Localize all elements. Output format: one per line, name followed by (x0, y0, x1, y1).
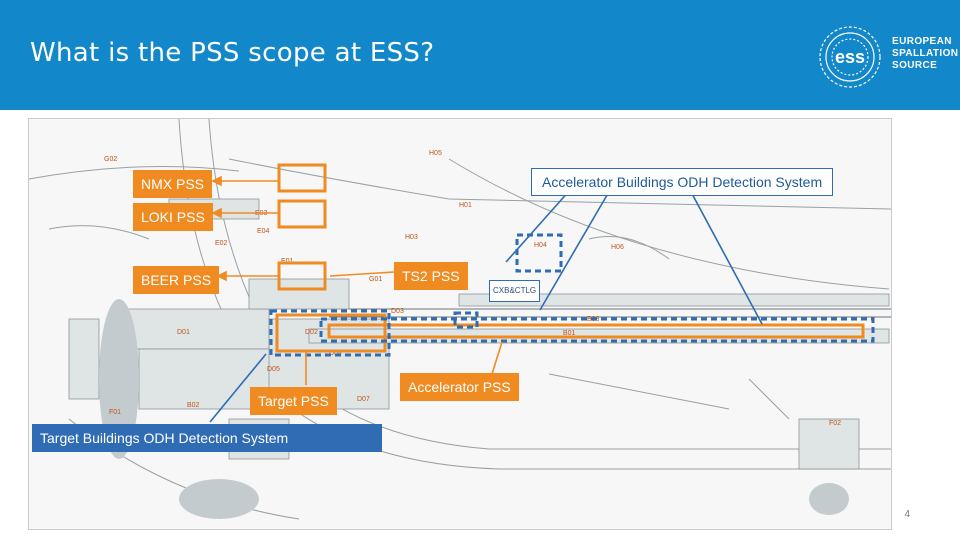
map-label-g01: G01 (369, 276, 382, 283)
map-label-f01: F01 (109, 409, 121, 416)
ess-logo: ess (819, 26, 881, 88)
logo-rings-icon (819, 26, 881, 88)
logo-wordmark: EUROPEAN SPALLATION SOURCE (892, 36, 958, 72)
map-label-e04: E04 (257, 228, 270, 235)
map-label-d07: D07 (357, 396, 370, 403)
map-label-f03: F02 (829, 420, 841, 427)
beer-area-box (277, 261, 327, 291)
map-label-g02: G02 (104, 156, 117, 163)
accelerator-area-box (327, 323, 865, 339)
map-label-d02: D02 (305, 329, 318, 336)
ts2-odh-area-box (515, 233, 563, 273)
map-label-h06: H06 (611, 244, 624, 251)
beer-pss-label: BEER PSS (133, 266, 220, 294)
map-label-d05: D05 (267, 366, 280, 373)
logo-line-3: SOURCE (892, 60, 938, 71)
target-odh-line (209, 353, 267, 423)
ts2-pss-label: TS2 PSS (394, 262, 468, 290)
ts2-callout-line (329, 271, 395, 277)
loki-pss-label: LOKI PSS (133, 203, 213, 231)
map-label-d03: D03 (391, 308, 404, 315)
slide-title: What is the PSS scope at ESS? (30, 38, 435, 68)
acc-odh-line-3 (689, 189, 763, 325)
page-number: 4 (904, 509, 910, 520)
map-label-h04: H04 (534, 242, 547, 249)
nmx-pss-label: NMX PSS (133, 170, 213, 198)
target-pss-label: Target PSS (250, 387, 337, 415)
map-label-b01: B01 (563, 330, 576, 337)
map-label-h01: H01 (459, 202, 472, 209)
loki-arrow-icon (211, 207, 222, 219)
logo-line-1: EUROPEAN (892, 36, 952, 47)
nmx-area-box (277, 163, 327, 193)
map-label-h03: H03 (405, 234, 418, 241)
site-map-drawing: H05 H01 H03 H04 H06 G02 E03 E04 E02 E01 … (29, 119, 891, 520)
nmx-arrow-icon (211, 175, 222, 187)
cxb-label: CXB&CTLG (489, 280, 541, 302)
target-area-box (275, 313, 387, 353)
slide-header (0, 0, 960, 110)
accelerator-pss-label: Accelerator PSS (400, 373, 519, 401)
cxb-area-box (453, 311, 479, 329)
map-label-h05: H05 (429, 150, 442, 157)
logo-line-2: SPALLATION (892, 48, 959, 59)
beer-arrow-icon (216, 270, 227, 282)
acc-odh-line-1 (505, 189, 571, 263)
target-odh-area-box (269, 309, 391, 357)
map-label-d01: D01 (177, 329, 190, 336)
loki-area-box (277, 199, 327, 229)
target-odh-label: Target Buildings ODH Detection System (32, 424, 382, 452)
accelerator-odh-label: Accelerator Buildings ODH Detection Syst… (531, 168, 834, 196)
map-label-e02: E02 (215, 240, 228, 247)
accelerator-odh-area-box (319, 317, 875, 343)
map-label-b02: B02 (187, 402, 200, 409)
accelerator-callout-line (491, 341, 503, 375)
logo-mark: ess (835, 47, 865, 67)
acc-odh-line-2 (539, 189, 611, 311)
